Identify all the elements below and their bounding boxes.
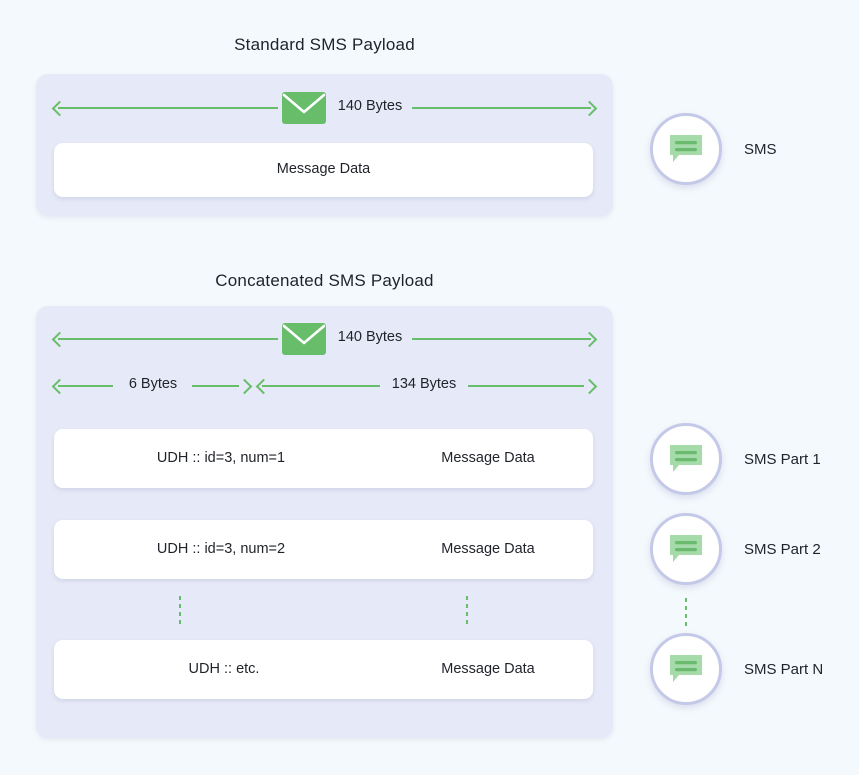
sms-circle xyxy=(650,113,722,185)
arrow-line-left xyxy=(262,385,380,387)
sms-bubble-icon xyxy=(669,654,703,684)
legend-item-sms[interactable]: SMS xyxy=(650,113,777,185)
arrow-line-left xyxy=(58,338,278,340)
legend-item-sms-part-1[interactable]: SMS Part 1 xyxy=(650,423,821,495)
concat-ruler-6bytes-label: 6 Bytes xyxy=(128,376,178,392)
concat-part-row[interactable]: UDH :: id=3, num=2 Message Data xyxy=(54,520,593,579)
standard-message-card[interactable]: Message Data xyxy=(54,143,593,197)
ellipsis-dots-udh-icon xyxy=(179,596,181,628)
arrow-line-right xyxy=(412,107,591,109)
concatenated-section-title: Concatenated SMS Payload xyxy=(215,271,434,290)
concat-ruler-total-label: 140 Bytes xyxy=(337,329,403,345)
concat-ruler-140: 140 Bytes xyxy=(51,323,598,355)
legend-label: SMS Part N xyxy=(744,660,824,678)
arrow-line-right xyxy=(468,385,584,387)
ellipsis-dots-data-icon xyxy=(466,596,468,628)
sms-circle xyxy=(650,633,722,705)
arrow-head-right-icon xyxy=(581,378,598,394)
arrow-line-left xyxy=(58,107,278,109)
standard-ruler-label: 140 Bytes xyxy=(337,98,403,114)
legend-item-sms-part-n[interactable]: SMS Part N xyxy=(650,633,823,705)
standard-section-title: Standard SMS Payload xyxy=(234,35,415,54)
arrow-head-right-icon xyxy=(581,331,598,347)
udh-label: UDH :: etc. xyxy=(188,660,260,677)
message-data-label: Message Data xyxy=(441,449,535,466)
concat-ruler-134bytes: 134 Bytes xyxy=(255,374,598,398)
arrow-line-right xyxy=(192,385,239,387)
concat-part-row[interactable]: UDH :: id=3, num=1 Message Data xyxy=(54,429,593,488)
udh-label: UDH :: id=3, num=1 xyxy=(156,449,286,466)
legend-ellipsis-dots-icon xyxy=(685,598,687,628)
standard-message-data-label: Message Data xyxy=(276,161,371,177)
concat-ruler-134bytes-label: 134 Bytes xyxy=(391,376,457,392)
arrow-head-right-icon xyxy=(236,378,253,394)
envelope-icon xyxy=(282,323,326,355)
sms-circle xyxy=(650,423,722,495)
standard-payload-panel: 140 Bytes Message Data xyxy=(36,74,613,216)
arrow-line-left xyxy=(58,385,113,387)
arrow-line-right xyxy=(412,338,591,340)
standard-ruler-140: 140 Bytes xyxy=(51,92,598,124)
legend-label: SMS Part 1 xyxy=(744,450,821,468)
sms-bubble-icon xyxy=(669,134,703,164)
sms-bubble-icon xyxy=(669,534,703,564)
sms-circle xyxy=(650,513,722,585)
message-data-label: Message Data xyxy=(441,540,535,557)
legend-label: SMS xyxy=(744,140,777,158)
udh-label: UDH :: id=3, num=2 xyxy=(156,540,286,557)
legend-item-sms-part-2[interactable]: SMS Part 2 xyxy=(650,513,821,585)
legend-label: SMS Part 2 xyxy=(744,540,821,558)
concat-ruler-6bytes: 6 Bytes xyxy=(51,374,253,398)
concat-part-row[interactable]: UDH :: etc. Message Data xyxy=(54,640,593,699)
arrow-head-right-icon xyxy=(581,100,598,116)
concatenated-payload-panel: 140 Bytes 6 Bytes 134 Bytes UDH :: id=3,… xyxy=(36,306,613,738)
message-data-label: Message Data xyxy=(441,660,535,677)
sms-bubble-icon xyxy=(669,444,703,474)
envelope-icon xyxy=(282,92,326,124)
